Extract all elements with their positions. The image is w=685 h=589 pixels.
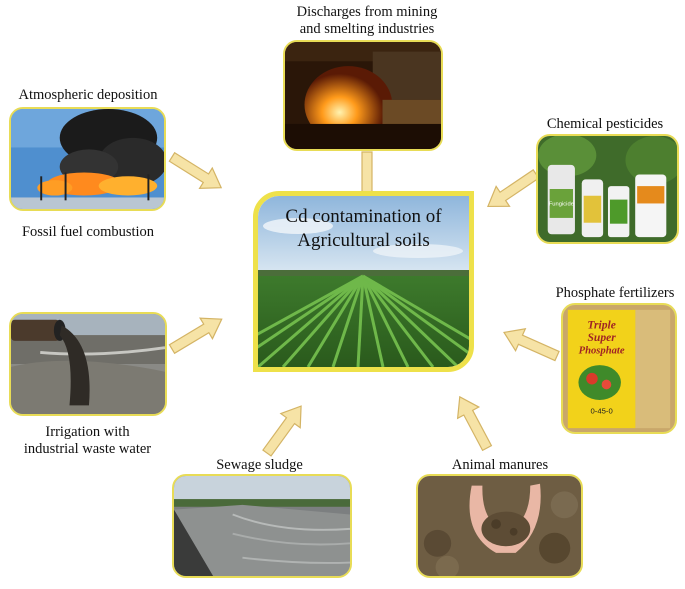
arrow-pesticides xyxy=(480,163,544,217)
bag-text-2: Super xyxy=(587,331,616,344)
center-field-panel: Cd contamination of Agricultural soils xyxy=(253,191,474,372)
sludge-label: Sewage sludge xyxy=(216,457,303,473)
bag-text-1: Triple xyxy=(587,318,616,331)
bag-text-4: 0-45-0 xyxy=(590,407,612,416)
arrow-sludge xyxy=(256,398,312,461)
phosphate-label: Phosphate fertilizers xyxy=(555,285,675,301)
manure-hands-image xyxy=(416,474,583,578)
waste-water-pipe-image xyxy=(9,312,167,416)
bag-text-3: Phosphate xyxy=(579,345,625,356)
center-title-line2: Agricultural soils xyxy=(297,230,430,251)
manures-label: Animal manures xyxy=(451,457,549,473)
arrow-atmospheric xyxy=(165,146,229,199)
center-title-line1: Cd contamination of xyxy=(285,206,442,227)
sewage-sludge-image xyxy=(172,474,352,578)
smelting-image xyxy=(283,40,443,151)
arrow-irrigation xyxy=(165,308,229,360)
arrow-manures xyxy=(448,390,499,455)
irrigation-label-line1: Irrigation with xyxy=(45,424,130,440)
atmospheric-label: Atmospheric deposition xyxy=(18,87,158,103)
atmospheric-caption: Fossil fuel combustion xyxy=(21,224,155,240)
arrow-phosphate xyxy=(498,320,563,368)
pesticide-bottles-image: Fungicide xyxy=(536,134,679,244)
mining-label-line1: Discharges from mining xyxy=(296,4,438,20)
mining-label-line2: and smelting industries xyxy=(299,21,435,37)
phosphate-bag-image: Triple Super Phosphate 0-45-0 xyxy=(561,303,677,434)
crop-field-image xyxy=(258,196,469,367)
irrigation-label-line2: industrial waste water xyxy=(23,441,152,457)
fossil-fuel-fire-image xyxy=(9,107,166,211)
pesticides-label: Chemical pesticides xyxy=(546,116,664,132)
fungicide-label-text: Fungicide xyxy=(549,201,574,207)
